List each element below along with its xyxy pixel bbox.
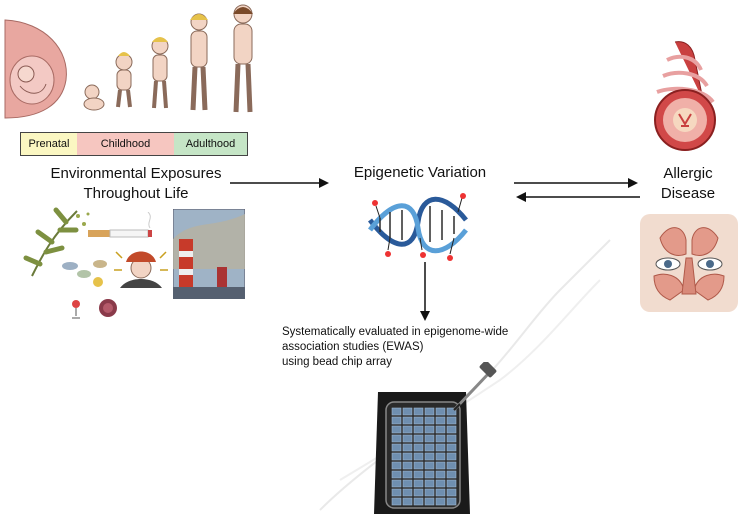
chip-cell [391, 488, 402, 497]
microbe-icons [72, 299, 117, 319]
chip-cell [402, 407, 413, 416]
sinus-face-icon [640, 214, 738, 312]
chip-cell [446, 479, 457, 488]
airway-cross-section-icon [654, 41, 716, 151]
chip-cell [435, 497, 446, 506]
ewas-line1: Systematically evaluated in epigenome-wi… [282, 326, 509, 338]
bead-chip-array-icon [374, 392, 470, 514]
stage-childhood-label: Childhood [100, 138, 151, 150]
epigenetic-label: Epigenetic Variation [353, 164, 487, 181]
chip-cell [424, 488, 435, 497]
chip-cell [413, 497, 424, 506]
chip-cell [424, 407, 435, 416]
chip-cell [391, 497, 402, 506]
arrow-epigenetic-to-ewas [420, 262, 430, 321]
factory-smokestack-photo [173, 209, 245, 299]
chip-cell [391, 416, 402, 425]
stage-prenatal: Prenatal [20, 132, 78, 156]
chip-cell [446, 461, 457, 470]
exposure-label: Environmental Exposures Throughout Life [20, 164, 252, 204]
chip-cell [413, 416, 424, 425]
dna-helix-icon [368, 193, 468, 261]
chip-cell [413, 479, 424, 488]
chip-cell [402, 425, 413, 434]
chip-cell [435, 416, 446, 425]
chip-cell [413, 443, 424, 452]
chip-cell [435, 488, 446, 497]
stage-childhood: Childhood [77, 132, 175, 156]
chip-cell [402, 443, 413, 452]
chip-cell [424, 443, 435, 452]
allergic-label-line1: Allergic [663, 165, 713, 182]
chip-cell [391, 443, 402, 452]
ewas-line2: association studies (EWAS) [282, 341, 424, 353]
pipette-icon [452, 362, 497, 412]
ewas-description: Systematically evaluated in epigenome-wi… [282, 325, 602, 370]
stressed-person-icon [114, 251, 168, 288]
allergic-label: Allergic Disease [636, 164, 740, 204]
chip-cell [446, 425, 457, 434]
chip-cell [435, 407, 446, 416]
chip-cell [391, 461, 402, 470]
chip-cell [435, 443, 446, 452]
chip-cell [424, 470, 435, 479]
chip-cell [402, 416, 413, 425]
chip-cell [435, 470, 446, 479]
chip-cell [391, 479, 402, 488]
dust-particles-icon [62, 260, 107, 287]
chip-cell [402, 452, 413, 461]
stage-adulthood: Adulthood [174, 132, 248, 156]
chip-cell [391, 452, 402, 461]
stage-prenatal-label: Prenatal [28, 138, 70, 150]
ewas-line3: using bead chip array [282, 356, 392, 368]
chip-cell [402, 461, 413, 470]
chip-cell [391, 434, 402, 443]
chip-cell [413, 425, 424, 434]
chip-cell [424, 434, 435, 443]
arrow-epigenetic-allergic-bidirectional [514, 178, 640, 202]
chip-cell [446, 452, 457, 461]
chip-cell [446, 416, 457, 425]
chip-cell [424, 452, 435, 461]
chip-cell [446, 407, 457, 416]
chip-cell [413, 452, 424, 461]
exposure-label-line1: Environmental Exposures [50, 165, 222, 182]
chip-cell [391, 470, 402, 479]
chip-cell [424, 497, 435, 506]
chip-cell [413, 470, 424, 479]
chip-cell [424, 425, 435, 434]
chip-cell [413, 488, 424, 497]
chip-cell [435, 461, 446, 470]
human-development-figures-icon [4, 4, 253, 119]
pollen-plant-icon [23, 207, 90, 277]
chip-cell [413, 461, 424, 470]
chip-cell [446, 434, 457, 443]
chip-cell [424, 461, 435, 470]
chip-cell [435, 479, 446, 488]
chip-cell [424, 479, 435, 488]
chip-cell [391, 425, 402, 434]
chip-cell [446, 470, 457, 479]
chip-cell [446, 488, 457, 497]
chip-cell [413, 434, 424, 443]
cigarette-icon [88, 212, 152, 238]
chip-cell [446, 443, 457, 452]
chip-cell [402, 470, 413, 479]
chip-cell [402, 479, 413, 488]
chip-cell [446, 497, 457, 506]
arrow-exposure-to-epigenetic [230, 178, 329, 188]
chip-cell [435, 452, 446, 461]
chip-cell [435, 434, 446, 443]
chip-cell [402, 488, 413, 497]
exposure-label-line2: Throughout Life [83, 185, 189, 202]
chip-cell [402, 434, 413, 443]
chip-cell [402, 497, 413, 506]
chip-cell [413, 407, 424, 416]
allergic-label-line2: Disease [660, 185, 716, 202]
stage-adulthood-label: Adulthood [185, 138, 236, 150]
chip-cell [391, 407, 402, 416]
chip-cell [424, 416, 435, 425]
chip-cell [435, 425, 446, 434]
